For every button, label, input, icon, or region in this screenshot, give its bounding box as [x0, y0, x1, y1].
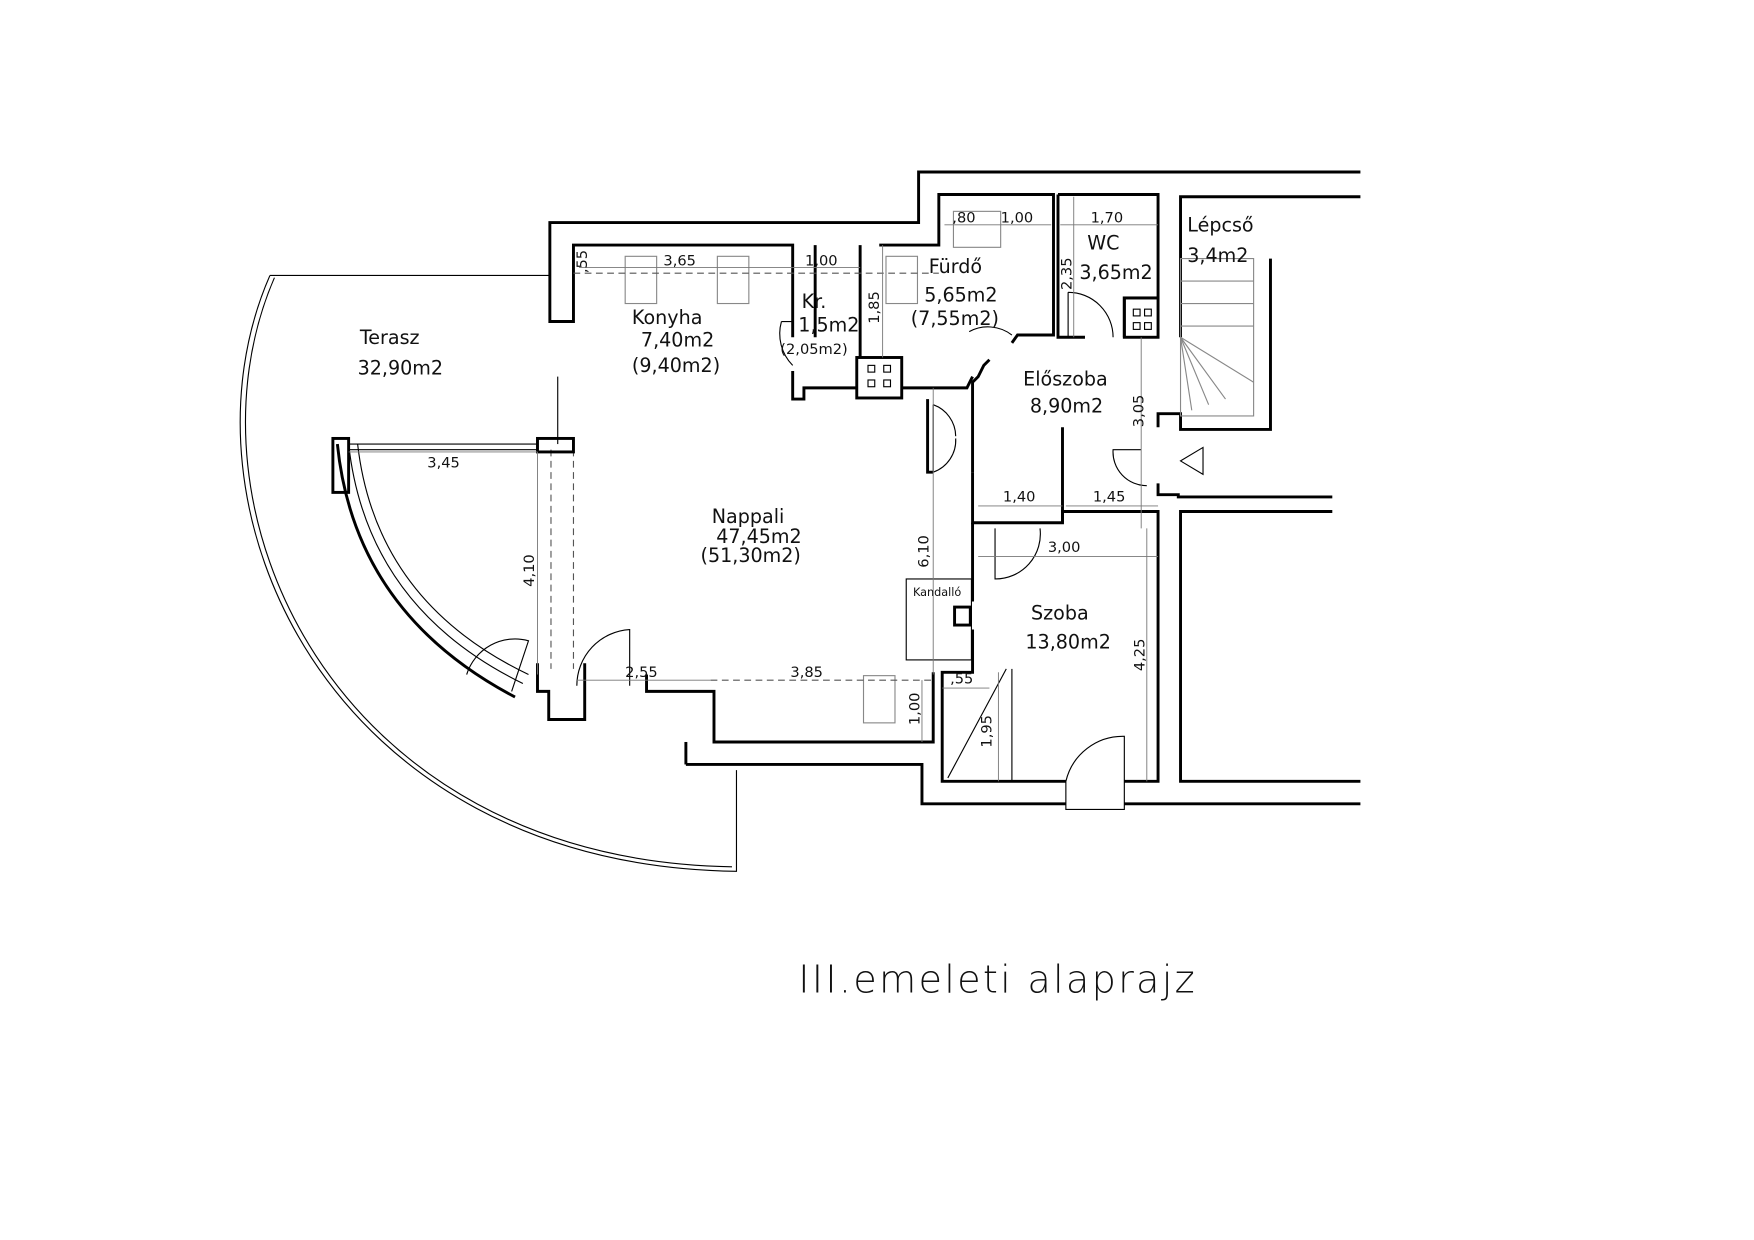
room-area-konyha: 7,40m2: [641, 328, 714, 351]
dim-eloszoba-depth: 3,05: [1130, 395, 1147, 428]
dim-kamra-width: 1,00: [805, 252, 838, 269]
room-area-wc: 3,65m2: [1079, 261, 1152, 284]
chimney-icon: [867, 308, 1152, 388]
dim-nappali-a: 2,55: [625, 664, 658, 681]
terrace-outline: [239, 274, 738, 872]
dim-nappali-b: 3,85: [790, 664, 823, 681]
room-area-nappali: 47,45m2: [716, 525, 801, 548]
room-gross-konyha: (9,40m2): [632, 354, 720, 377]
plan-title: III.emeleti alaprajz: [798, 959, 1197, 1003]
room-labels: Terasz 32,90m2 Konyha 7,40m2 (9,40m2) Kr…: [358, 214, 1254, 654]
dim-eloszoba-b: 1,45: [1093, 488, 1126, 505]
room-name-nappali: Nappali: [712, 505, 785, 528]
room-area-lepcso: 3,4m2: [1187, 244, 1248, 267]
dim-furdo-a: ,80: [952, 210, 975, 227]
room-area-terasz: 32,90m2: [358, 356, 443, 379]
dim-nappali-depth: 6,10: [916, 535, 933, 568]
room-name-kamra: Kr.: [802, 290, 827, 313]
room-name-kandallo: Kandalló: [913, 586, 961, 599]
dim-wc-depth: 2,35: [1058, 258, 1075, 291]
room-name-lepcso: Lépcső: [1187, 214, 1253, 237]
dim-eloszoba-a: 1,40: [1003, 488, 1036, 505]
room-gross-furdo: (7,55m2): [911, 307, 999, 330]
dim-wc-width: 1,70: [1091, 210, 1124, 227]
doors: [466, 291, 1204, 810]
dim-erker-width: 3,45: [427, 455, 460, 472]
dim-szoba-niche-depth: 1,95: [979, 715, 996, 748]
dimension-labels: 3,65 1,00 ,80 1,00 1,70 ,55 1,85 2,35 3,…: [427, 210, 1148, 748]
room-gross-nappali: (51,30m2): [700, 544, 800, 567]
stairs: [1179, 258, 1255, 417]
walls: [536, 170, 1361, 806]
dim-konyha-width: 3,65: [663, 252, 696, 269]
curved-window: [331, 376, 575, 699]
room-gross-kamra: (2,05m2): [780, 341, 847, 358]
dimension-lines: [348, 196, 1159, 782]
dim-szoba-width: 3,00: [1048, 539, 1081, 556]
room-name-terasz: Terasz: [359, 326, 420, 349]
room-name-eloszoba: Előszoba: [1023, 368, 1108, 391]
dim-erker-depth: 4,10: [521, 554, 538, 587]
room-area-eloszoba: 8,90m2: [1030, 395, 1103, 418]
dim-furdo-b: 1,00: [1001, 210, 1034, 227]
room-name-wc: WC: [1087, 232, 1119, 255]
dim-szoba-niche: ,55: [950, 671, 973, 688]
dim-konyha-depth: ,55: [574, 250, 591, 273]
room-name-konyha: Konyha: [632, 306, 703, 329]
dim-nische-depth: 1,00: [907, 693, 924, 726]
room-area-kamra: 1,5m2: [798, 314, 859, 337]
room-name-szoba: Szoba: [1031, 601, 1089, 624]
fixtures: [573, 210, 1152, 782]
room-area-szoba: 13,80m2: [1025, 631, 1110, 654]
room-area-furdo: 5,65m2: [924, 283, 997, 306]
room-name-furdo: Fürdő: [929, 255, 982, 278]
dim-furdo-depth: 1,85: [866, 291, 883, 324]
dim-szoba-depth: 4,25: [1132, 639, 1149, 672]
